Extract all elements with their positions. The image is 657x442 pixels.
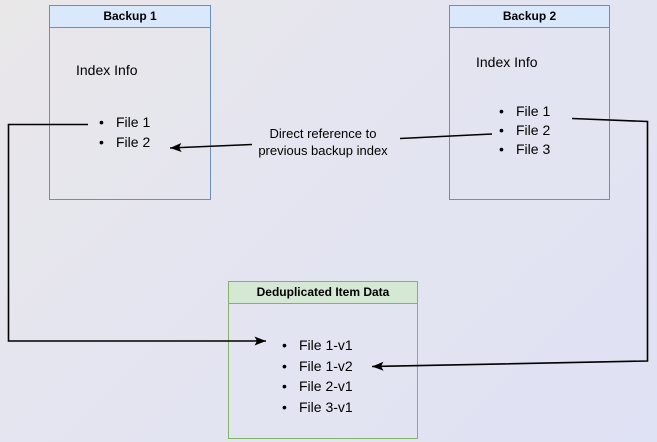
list-item-label: File 1-v2	[299, 357, 353, 374]
list-item: File 1	[99, 112, 150, 132]
dedup-title: Deduplicated Item Data	[229, 282, 417, 304]
list-item: File 1-v2	[282, 356, 353, 377]
backup1-box: Backup 1 Index Info File 1 File 2	[49, 5, 211, 200]
backup1-title: Backup 1	[50, 6, 210, 28]
list-item-label: File 1	[516, 103, 551, 119]
edge-label-line2: previous backup index	[258, 143, 388, 158]
list-item: File 1	[499, 102, 550, 121]
dedup-file-list: File 1-v1 File 1-v2 File 2-v1 File 3-v1	[282, 335, 353, 417]
edge-label-line1: Direct reference to	[269, 126, 377, 141]
dedup-box: Deduplicated Item Data File 1-v1 File 1-…	[228, 281, 418, 439]
backup2-index-info-label: Index Info	[476, 54, 538, 70]
list-item-label: File 1	[116, 114, 151, 130]
backup2-file-list: File 1 File 2 File 3	[499, 102, 550, 159]
list-item-label: File 2-v1	[299, 378, 353, 394]
list-item: File 3	[499, 140, 550, 159]
list-item: File 3-v1	[282, 397, 353, 418]
backup2-title: Backup 2	[450, 6, 609, 28]
backup1-index-info-label: Index Info	[76, 62, 138, 78]
list-item-label: File 2	[516, 122, 551, 138]
list-item: File 1-v1	[282, 335, 353, 356]
list-item: File 2	[99, 132, 150, 152]
edge-label-direct-reference: Direct reference to previous backup inde…	[233, 125, 413, 159]
list-item-label: File 2	[116, 134, 151, 150]
list-item: File 2-v1	[282, 376, 353, 397]
backup1-file-list: File 1 File 2	[99, 112, 150, 152]
backup2-box: Backup 2 Index Info File 1 File 2 File 3	[449, 5, 610, 200]
list-item-label: File 3	[516, 141, 551, 157]
list-item-label: File 3-v1	[299, 398, 353, 415]
list-item: File 2	[499, 121, 550, 140]
list-item-label: File 1-v1	[299, 337, 353, 353]
